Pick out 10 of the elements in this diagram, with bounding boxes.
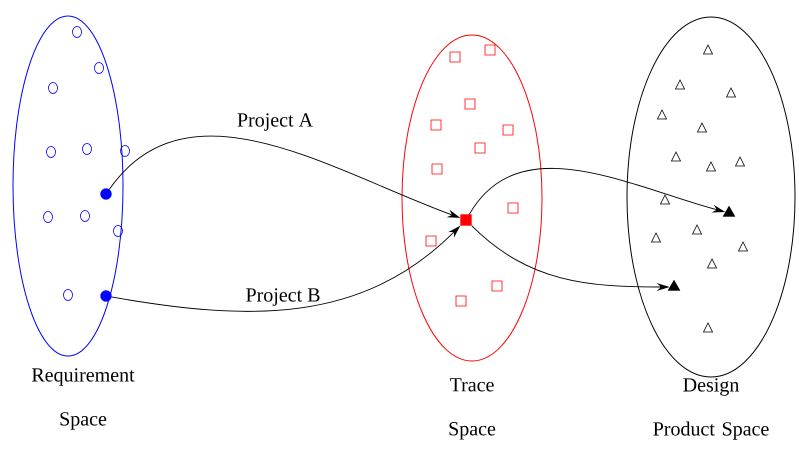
node-label: Requirement Space (32, 368, 135, 430)
edge-label: Project A (238, 113, 313, 131)
filled-triangle (668, 280, 680, 291)
filled-square (460, 214, 472, 226)
node-label: Trace Space (449, 378, 496, 440)
filled-dot (100, 188, 112, 200)
filled-dot (100, 290, 112, 302)
filled-triangle (722, 206, 736, 217)
edge-label: Project B (246, 288, 320, 306)
node-label: Design Product Space (653, 378, 769, 440)
